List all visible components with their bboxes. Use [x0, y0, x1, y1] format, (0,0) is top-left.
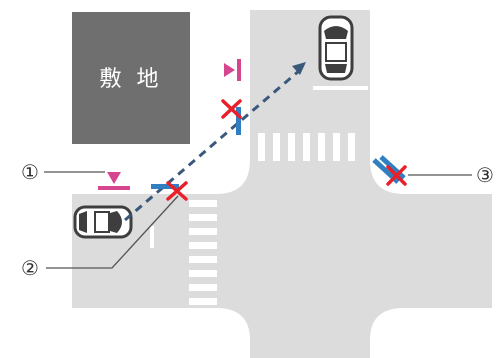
pink-marker-north: [224, 59, 241, 81]
road-edge-nw: [72, 10, 250, 194]
leader-line-2: [46, 195, 179, 269]
cross-mark-west: [166, 181, 188, 201]
road-edge-ne: [370, 10, 492, 194]
callout-marker-1: ①: [21, 160, 39, 184]
site-block: [72, 12, 190, 144]
cross-mark-east: [386, 165, 407, 186]
stop-line-west: [150, 226, 154, 248]
car-top: [318, 15, 354, 81]
road-edge-se: [370, 308, 492, 358]
cross-mark-north: [221, 99, 242, 119]
blue-bar-west: [151, 184, 179, 189]
travel-path-arrow: [124, 68, 301, 222]
crosswalk-north: [258, 133, 355, 161]
blue-bar-north: [236, 107, 241, 135]
horizontal-road: [72, 192, 492, 310]
crosswalk-west: [189, 200, 217, 305]
site-label: 敷 地: [100, 67, 163, 92]
stop-line-north: [313, 86, 368, 90]
pink-marker-west: [98, 172, 130, 190]
road-edge-sw: [72, 308, 250, 358]
car-left: [73, 205, 133, 239]
callout-marker-2: ②: [21, 256, 39, 280]
arrow-head: [292, 62, 306, 75]
callout-marker-3: ③: [476, 163, 494, 187]
